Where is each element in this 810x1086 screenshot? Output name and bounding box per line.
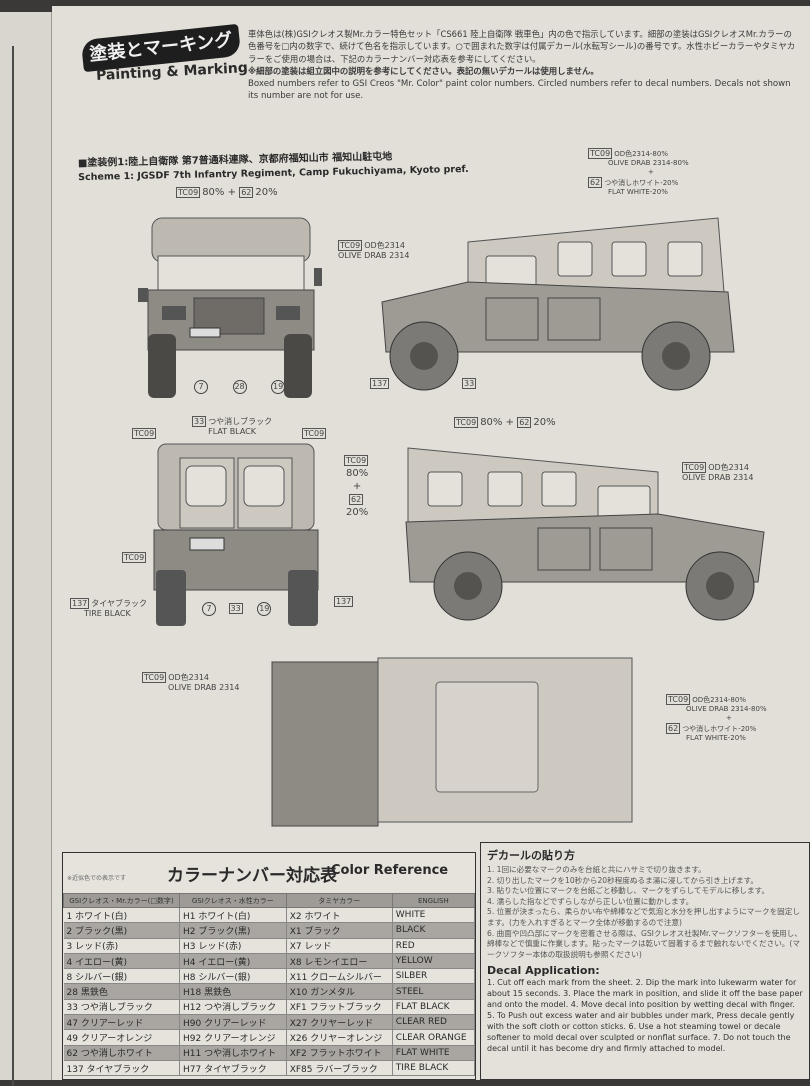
decal-application-box: デカールの貼り方 1. 1回に必要なマークのみを台紙と共にハサミで切り抜きます。…	[480, 842, 810, 1080]
decal-body-en: 1. Cut off each mark from the sheet. 2. …	[487, 978, 803, 1054]
intro-jp: 車体色は(株)GSIクレオス製Mr.カラー特色セット「CS661 陸上自衛隊 戦…	[248, 29, 796, 64]
rear-decal-labels: 7 33 19	[202, 602, 272, 616]
decal-step-jp: 5. 位置が決まったら、柔らかい布や綿棒などで気泡と水分を押し出すようにマークを…	[487, 907, 800, 927]
intro-en: Boxed numbers refer to GSI Creos "Mr. Co…	[248, 78, 791, 102]
decal-step-jp: 6. 曲面や凹凸部にマークを密着させる際は、GSIクレオス社製Mr.マークソフタ…	[487, 928, 802, 959]
table-title-en: Color Reference	[331, 863, 449, 878]
side-left-box-33: 33	[462, 378, 477, 389]
table-header: GSIクレオス・Mr.カラー(□数字) GSIクレオス・水性カラー タミヤカラー…	[63, 893, 476, 908]
top-view-drawing	[271, 657, 633, 827]
decal-title-jp: デカールの貼り方	[487, 849, 575, 862]
table-note: ※近似色での表示です	[67, 875, 127, 882]
front-view-drawing	[138, 217, 322, 398]
decal-step-jp: 1. 1回に必要なマークのみを台紙と共にハサミで切り抜きます。	[487, 865, 706, 874]
rear-tc09-bottom: TC09	[122, 552, 147, 563]
rear-tc09-left: TC09	[132, 428, 157, 439]
side-left-box-137: 137	[370, 378, 390, 389]
rear-tc09-right: TC09	[302, 428, 327, 439]
decal-title-en: Decal Application:	[487, 964, 600, 978]
color-reference-table: ※近似色での表示です カラーナンバー対応表 Color Reference GS…	[62, 852, 476, 1080]
front-decal-labels: 7 28 19	[194, 380, 286, 394]
decal-step-jp: 3. 貼りたい位置にマークを台紙ごと移動し、マークをずらしてモデルに移します。	[487, 886, 770, 896]
table-title-jp: カラーナンバー対応表	[167, 866, 337, 886]
instruction-page: 塗装とマーキング Painting & Marking 車体色は(株)GSIクレ…	[52, 6, 810, 1080]
intro-note-jp: ※細部の塗装は組立図中の説明を参考にしてください。表記の無いデカールは使用しませ…	[248, 66, 599, 77]
color-table-grid: GSIクレオス・Mr.カラー(□数字) GSIクレオス・水性カラー タミヤカラー…	[63, 893, 476, 1077]
side-view-left-drawing	[381, 217, 735, 391]
side-view-right-drawing	[405, 447, 765, 621]
decal-step-jp: 2. 切り出したマークを10秒から20秒程度ぬるま湯に浸してから引き上げます。	[487, 875, 758, 885]
left-page-border	[0, 46, 14, 1086]
rear-box-137: 137	[334, 596, 354, 607]
left-page-edge	[0, 12, 52, 1086]
decal-step-jp: 4. 濡らした指などでずらしながら正しい位置に動かします。	[487, 896, 694, 906]
scheme-heading: ■塗装例1:陸上自衛隊 第7普通科連隊、京都府福知山市 福知山駐屯地 Schem…	[78, 146, 469, 184]
rear-view-drawing	[153, 443, 319, 626]
intro-text: 車体色は(株)GSIクレオス製Mr.カラー特色セット「CS661 陸上自衛隊 戦…	[248, 28, 798, 102]
